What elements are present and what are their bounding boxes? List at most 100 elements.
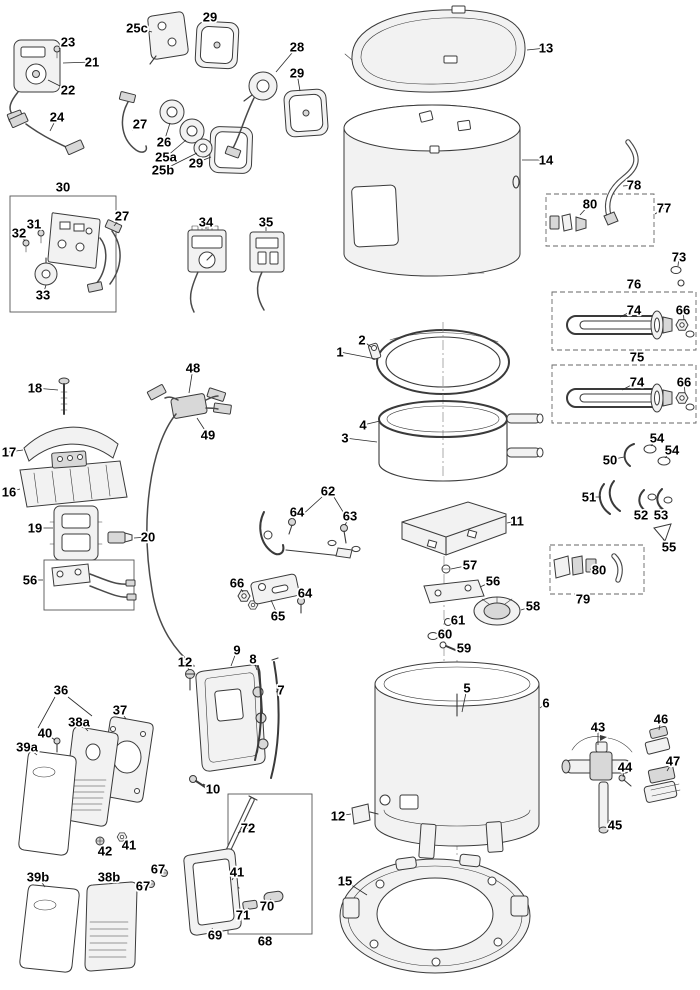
- leader-line-18: [34, 387, 59, 391]
- leader-line-66: [236, 582, 244, 593]
- leader-line-12: [337, 813, 352, 817]
- leader-line-66: [683, 381, 686, 394]
- leader-line-25b: [162, 152, 198, 171]
- part-label-16: 16: [2, 485, 16, 500]
- part-label-51: 51: [582, 490, 596, 505]
- leader-line-3: [344, 437, 378, 443]
- leader-line-55: [662, 538, 670, 548]
- part-label-60: 60: [438, 627, 452, 642]
- part-label-32: 32: [12, 226, 26, 241]
- part-label-74: 74: [627, 303, 642, 318]
- part-label-10: 10: [206, 782, 220, 797]
- leader-line-80: [579, 203, 591, 216]
- part-label-14: 14: [539, 153, 554, 168]
- part-label-61: 61: [451, 613, 465, 628]
- part-label-25c: 25c: [126, 21, 148, 36]
- leader-line-22: [47, 79, 69, 91]
- part-28-clamp: [224, 71, 278, 159]
- part-14-outer-casing: [343, 104, 521, 277]
- part-label-37: 37: [113, 703, 127, 718]
- part-label-19: 19: [28, 521, 42, 536]
- part-21-room-thermostat: [6, 39, 61, 123]
- part-label-33: 33: [36, 288, 50, 303]
- part-79-drain-fitting-group: [549, 544, 645, 595]
- leader-line-53: [659, 507, 662, 516]
- part-76-heating-element-a: [551, 291, 697, 351]
- part-label-80: 80: [592, 563, 606, 578]
- leader-line-15: [344, 880, 368, 896]
- part-label-76: 76: [627, 277, 641, 292]
- part-label-9: 9: [233, 643, 240, 658]
- leader-line-61: [451, 619, 459, 623]
- part-label-72: 72: [241, 821, 255, 836]
- part-1-2-lid-seal-ring: [368, 329, 510, 395]
- part-label-57: 57: [463, 558, 477, 573]
- leader-line-11: [506, 520, 518, 524]
- part-label-25b: 25b: [152, 163, 174, 178]
- part-label-22: 22: [61, 83, 75, 98]
- part-label-68: 68: [258, 934, 272, 949]
- leader-line-41: [122, 839, 130, 846]
- part-label-25a: 25a: [155, 150, 177, 165]
- part-56-sensor-group: [43, 559, 137, 611]
- leader-line-29: [296, 72, 301, 92]
- part-24-connection-cable: [8, 112, 85, 156]
- leader-line-69: [211, 927, 216, 936]
- leader-line-54: [650, 437, 658, 447]
- part-label-8: 8: [249, 652, 256, 667]
- part-label-80: 80: [583, 197, 597, 212]
- part-label-1: 1: [336, 345, 343, 360]
- leader-line-70: [266, 898, 272, 907]
- part-label-67: 67: [136, 879, 150, 894]
- part-label-41: 41: [122, 838, 136, 853]
- part-36-42-front-cover-group: [18, 696, 154, 856]
- part-label-67: 67: [151, 862, 165, 877]
- part-label-54: 54: [650, 431, 665, 446]
- leader-line-24: [49, 116, 58, 132]
- part-label-44: 44: [618, 760, 633, 775]
- part-35-switch: [249, 231, 285, 311]
- part-16-terminal-base: [19, 450, 128, 508]
- leader-line-54: [664, 449, 673, 459]
- part-label-26: 26: [157, 135, 171, 150]
- part-label-54: 54: [665, 443, 680, 458]
- leader-line-41: [231, 871, 238, 881]
- leader-line-66: [682, 309, 685, 321]
- leader-line-65: [270, 599, 279, 617]
- part-label-43: 43: [591, 720, 605, 735]
- part-25c-retainer: [147, 11, 189, 65]
- part-label-24: 24: [50, 110, 65, 125]
- part-label-40: 40: [38, 726, 52, 741]
- leader-line-2: [361, 339, 372, 348]
- leader-line-39a: [26, 746, 38, 756]
- part-15-base-ring: [339, 853, 531, 974]
- part-62-66-regulator-linkage: [237, 496, 361, 614]
- leader-line-28: [275, 46, 298, 73]
- leader-line-17: [8, 449, 24, 453]
- leader-line-33: [42, 284, 47, 296]
- part-3-4-inner-tank: [378, 322, 544, 482]
- part-label-50: 50: [603, 453, 617, 468]
- part-label-27: 27: [133, 117, 147, 132]
- leader-line-71: [242, 907, 250, 916]
- part-label-73: 73: [672, 250, 686, 265]
- leader-line-47: [666, 760, 674, 772]
- part-label-58: 58: [526, 599, 540, 614]
- leader-line-25a: [165, 139, 187, 158]
- part-label-29: 29: [203, 10, 217, 25]
- part-label-39b: 39b: [27, 870, 49, 885]
- part-5-6-outer-tank: [351, 660, 540, 859]
- leader-line-38b: [108, 876, 111, 885]
- part-label-42: 42: [98, 844, 112, 859]
- leader-line-64: [292, 511, 298, 520]
- part-label-52: 52: [634, 508, 648, 523]
- leader-line-31: [33, 223, 41, 232]
- part-label-27: 27: [115, 209, 129, 224]
- part-label-36: 36: [54, 683, 68, 698]
- leader-line-37: [119, 709, 127, 720]
- part-label-17: 17: [2, 445, 16, 460]
- part-label-62: 62: [321, 484, 335, 499]
- part-label-6: 6: [542, 696, 549, 711]
